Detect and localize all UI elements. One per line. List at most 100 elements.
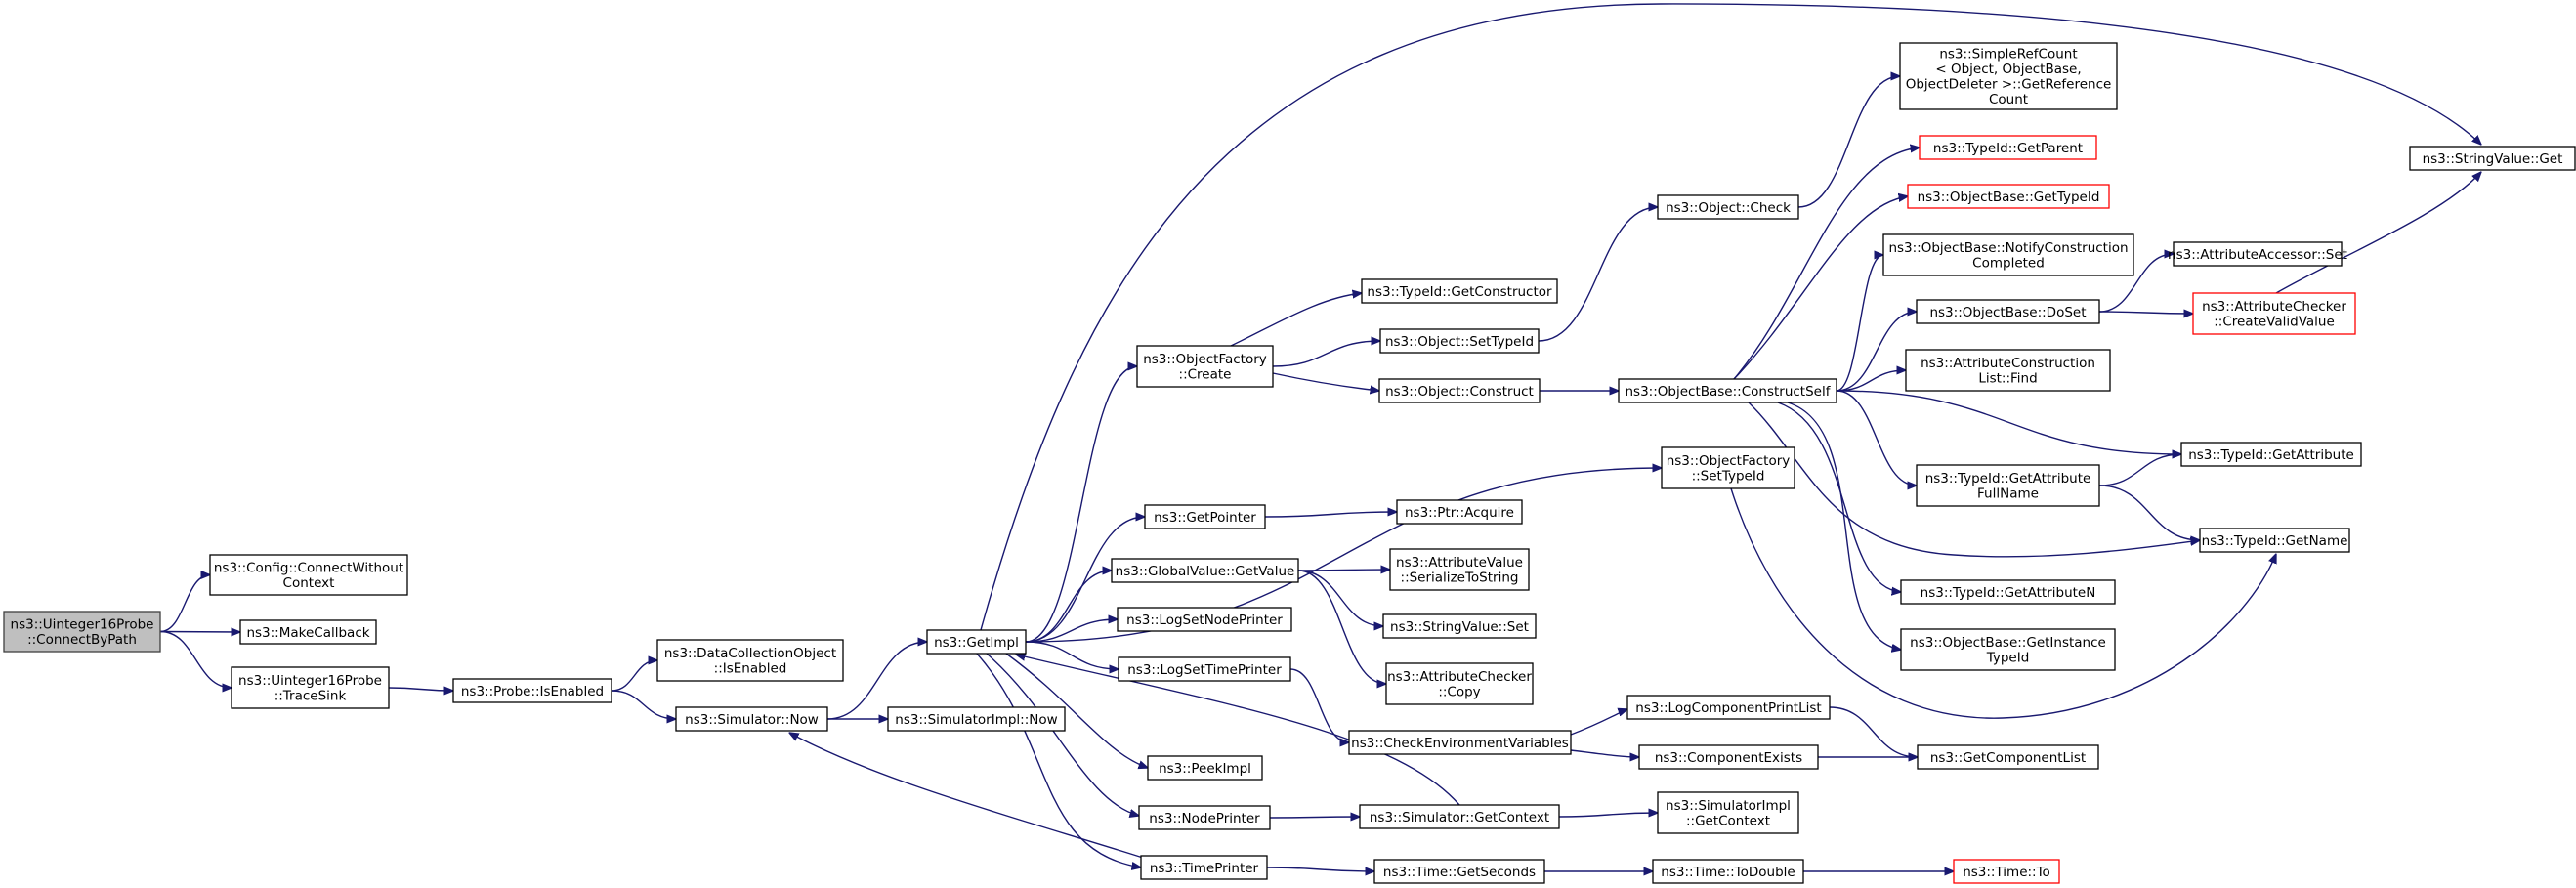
node-box[interactable] (675, 706, 828, 732)
node-box[interactable] (3, 611, 161, 653)
node-getptr[interactable]: ns3::GetPointer (1144, 504, 1266, 529)
node-box[interactable] (1899, 42, 2118, 110)
node-tidctor[interactable]: ns3::TypeId::GetConstructor (1361, 278, 1558, 304)
node-box[interactable] (1359, 804, 1560, 829)
node-tidparent[interactable]: ns3::TypeId::GetParent (1919, 135, 2097, 160)
node-lognode[interactable]: ns3::LogSetNodePrinter (1117, 607, 1292, 632)
node-box[interactable] (1916, 464, 2100, 507)
node-simimplctx[interactable]: ns3::SimulatorImpl::GetContext (1657, 791, 1799, 834)
node-obconstructself[interactable]: ns3::ObjectBase::ConstructSelf (1618, 378, 1837, 403)
node-box[interactable] (209, 554, 408, 596)
node-box[interactable] (1382, 613, 1537, 639)
node-box[interactable] (231, 666, 390, 709)
node-box[interactable] (1900, 628, 2116, 671)
node-box[interactable] (656, 639, 844, 682)
node-svset[interactable]: ns3::StringValue::Set (1382, 613, 1537, 639)
node-box[interactable] (1117, 607, 1292, 632)
node-box[interactable] (1379, 328, 1540, 354)
node-box[interactable] (1118, 656, 1291, 682)
node-nodepr[interactable]: ns3::NodePrinter (1138, 805, 1271, 830)
node-mkcb[interactable]: ns3::MakeCallback (239, 619, 377, 645)
node-probeen[interactable]: ns3::Probe::IsEnabled (452, 678, 612, 703)
node-box[interactable] (2180, 442, 2362, 467)
node-box[interactable] (1917, 744, 2099, 770)
node-aaset[interactable]: ns3::AttributeAccessor::Set (2168, 241, 2347, 267)
node-gvget[interactable]: ns3::GlobalValue::GetValue (1111, 558, 1299, 583)
node-box[interactable] (1900, 579, 2116, 605)
node-box[interactable] (1953, 859, 2060, 884)
node-obnotify[interactable]: ns3::ObjectBase::NotifyConstructionCompl… (1882, 233, 2134, 276)
node-accvv[interactable]: ns3::AttributeChecker::CreateValidValue (2192, 292, 2356, 335)
node-timepr[interactable]: ns3::TimePrinter (1140, 855, 1268, 880)
node-compexists[interactable]: ns3::ComponentExists (1638, 744, 1819, 770)
node-box[interactable] (887, 706, 1066, 732)
node-avser[interactable]: ns3::AttributeValue::SerializeToString (1389, 548, 1530, 591)
node-simctx[interactable]: ns3::Simulator::GetContext (1359, 804, 1560, 829)
node-objsettid[interactable]: ns3::Object::SetTypeId (1379, 328, 1540, 354)
node-simnow[interactable]: ns3::Simulator::Now (675, 706, 828, 732)
node-ofsettid[interactable]: ns3::ObjectFactory::SetTypeId (1661, 446, 1795, 489)
node-ptracq[interactable]: ns3::Ptr::Acquire (1396, 499, 1523, 525)
node-box[interactable] (1389, 548, 1530, 591)
node-dcoen[interactable]: ns3::DataCollectionObject::IsEnabled (656, 639, 844, 682)
node-box[interactable] (2192, 292, 2356, 335)
node-root[interactable]: ns3::Uinteger16Probe::ConnectByPath (3, 611, 161, 653)
node-box[interactable] (926, 629, 1027, 655)
node-box[interactable] (1919, 135, 2097, 160)
node-box[interactable] (239, 619, 377, 645)
node-box[interactable] (1147, 755, 1263, 781)
node-box[interactable] (1378, 378, 1541, 403)
node-box[interactable] (1385, 662, 1534, 705)
node-box[interactable] (2409, 146, 2576, 171)
node-box[interactable] (1657, 791, 1799, 834)
node-box[interactable] (1907, 184, 2110, 209)
node-getcomplist[interactable]: ns3::GetComponentList (1917, 744, 2099, 770)
node-box[interactable] (1905, 349, 2111, 392)
node-box[interactable] (1916, 299, 2100, 324)
node-box[interactable] (1138, 805, 1271, 830)
node-box[interactable] (2173, 241, 2343, 267)
node-refcount[interactable]: ns3::SimpleRefCount< Object, ObjectBase,… (1899, 42, 2118, 110)
node-box[interactable] (1661, 446, 1795, 489)
node-box[interactable] (1361, 278, 1558, 304)
node-box[interactable] (1140, 855, 1268, 880)
node-logtime[interactable]: ns3::LogSetTimePrinter (1118, 656, 1291, 682)
node-obgettid[interactable]: ns3::ObjectBase::GetTypeId (1907, 184, 2110, 209)
node-box[interactable] (1882, 233, 2134, 276)
node-box[interactable] (2199, 528, 2350, 553)
node-peek[interactable]: ns3::PeekImpl (1147, 755, 1263, 781)
node-tsink[interactable]: ns3::Uinteger16Probe::TraceSink (231, 666, 390, 709)
node-box[interactable] (1652, 859, 1804, 884)
node-box[interactable] (1657, 194, 1799, 220)
node-tidgn[interactable]: ns3::TypeId::GetName (2199, 528, 2350, 553)
node-tidgan[interactable]: ns3::TypeId::GetAttributeN (1900, 579, 2116, 605)
node-getimpl[interactable]: ns3::GetImpl (926, 629, 1027, 655)
node-box[interactable] (1626, 695, 1831, 720)
node-svget[interactable]: ns3::StringValue::Get (2409, 146, 2576, 171)
node-simimplnow[interactable]: ns3::SimulatorImpl::Now (887, 706, 1066, 732)
node-objcheck[interactable]: ns3::Object::Check (1657, 194, 1799, 220)
node-box[interactable] (1136, 345, 1274, 388)
node-box[interactable] (1638, 744, 1819, 770)
node-obdoset[interactable]: ns3::ObjectBase::DoSet (1916, 299, 2100, 324)
node-box[interactable] (1144, 504, 1266, 529)
node-checkenv[interactable]: ns3::CheckEnvironmentVariables (1348, 730, 1572, 755)
node-tidga[interactable]: ns3::TypeId::GetAttribute (2180, 442, 2362, 467)
node-timeto[interactable]: ns3::Time::To (1953, 859, 2060, 884)
node-accopy[interactable]: ns3::AttributeChecker::Copy (1385, 662, 1534, 705)
node-timesec[interactable]: ns3::Time::GetSeconds (1373, 859, 1545, 884)
node-objconstruct[interactable]: ns3::Object::Construct (1378, 378, 1541, 403)
node-box[interactable] (1396, 499, 1523, 525)
node-logcomplist[interactable]: ns3::LogComponentPrintList (1626, 695, 1831, 720)
node-box[interactable] (452, 678, 612, 703)
node-box[interactable] (1111, 558, 1299, 583)
node-timetod[interactable]: ns3::Time::ToDouble (1652, 859, 1804, 884)
node-box[interactable] (1618, 378, 1837, 403)
node-box[interactable] (1373, 859, 1545, 884)
node-ofcreate[interactable]: ns3::ObjectFactory::Create (1136, 345, 1274, 388)
node-box[interactable] (1348, 730, 1572, 755)
